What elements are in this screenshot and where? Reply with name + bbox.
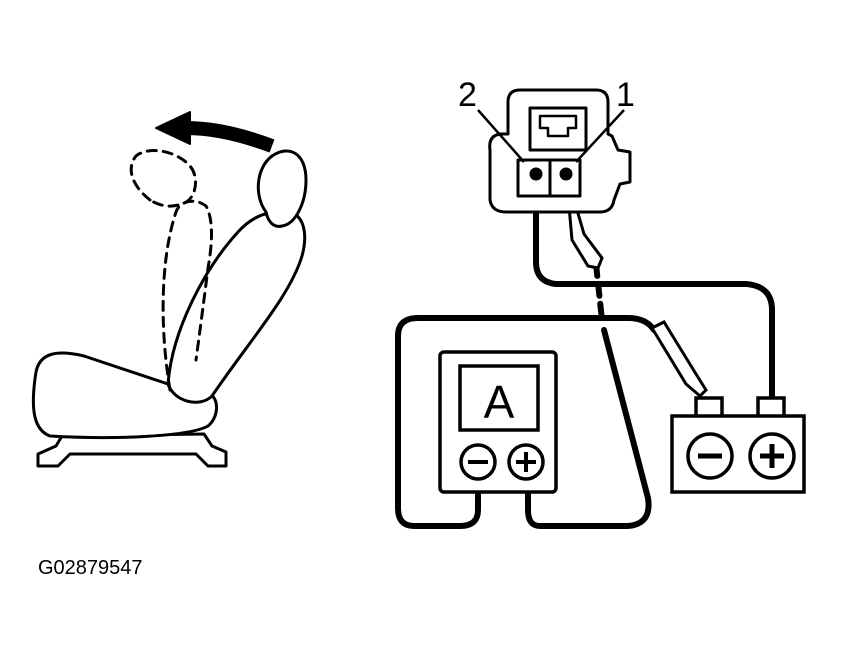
wire-pin2-to-battery-positive xyxy=(533,169,775,399)
pin-leader-lines xyxy=(477,109,625,163)
connector xyxy=(488,88,632,214)
wiring xyxy=(395,169,775,529)
battery xyxy=(670,396,806,494)
recline-arrow-shaft xyxy=(185,121,275,153)
ammeter xyxy=(438,350,558,494)
seat-back xyxy=(166,210,307,404)
wire-ammeter-negative-to-battery-negative xyxy=(395,315,657,529)
connector-pin-1 xyxy=(559,167,573,181)
wire-probe-to-ammeter-positive xyxy=(525,327,652,529)
seat-illustration xyxy=(31,111,308,468)
connector-lock-detail xyxy=(538,114,578,138)
seat-rail xyxy=(36,432,228,468)
pin-1-label: 1 xyxy=(616,76,635,114)
headrest xyxy=(256,149,308,228)
test-probe-battery-negative xyxy=(649,320,708,399)
ammeter-display xyxy=(458,364,540,432)
pin-2-label: 2 xyxy=(458,76,477,114)
recline-arrow-head xyxy=(155,111,191,145)
reclined-seat-outline xyxy=(129,149,213,392)
ammeter-symbol: A xyxy=(484,376,515,428)
connector-pin-2 xyxy=(529,167,543,181)
figure-code: G02879547 xyxy=(38,557,143,579)
probe-lead-pin1 xyxy=(593,261,605,323)
